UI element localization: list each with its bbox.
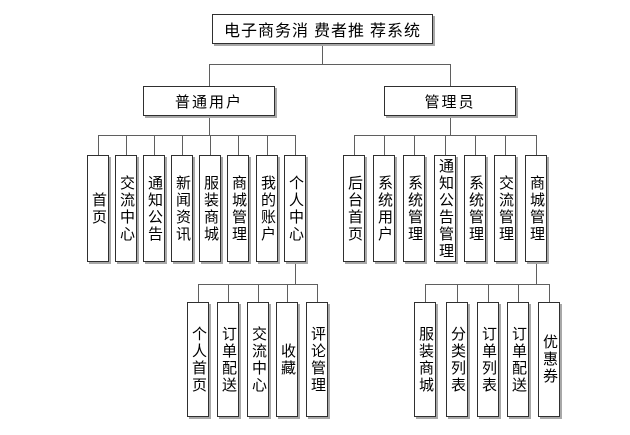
connector-line (445, 135, 446, 155)
node-news-info: 新闻资讯 (171, 155, 193, 262)
connector-line (295, 135, 296, 155)
node-mall-management-user: 商城管理 (227, 155, 249, 262)
connector-mall-bus (425, 284, 550, 285)
node-home: 首页 (87, 155, 109, 262)
node-category-list: 分类列表 (446, 302, 468, 417)
connector-line (238, 135, 239, 155)
connector-line (126, 135, 127, 155)
node-system-management-2: 系统管理 (464, 155, 486, 262)
connector-line (505, 135, 506, 155)
node-communication-center-sub: 交流中心 (247, 302, 269, 417)
connector-user-drop (209, 116, 210, 135)
connector-line (414, 135, 415, 155)
connector-user-bus (98, 135, 296, 136)
node-order-delivery-user: 订单配送 (217, 302, 239, 417)
node-my-account: 我的账户 (256, 155, 278, 262)
node-communication-management: 交流管理 (494, 155, 516, 262)
node-mall-management: 商城管理 (525, 155, 547, 262)
connector-personal-drop (295, 262, 296, 284)
connector-line (317, 284, 318, 302)
node-coupon: 优惠券 (538, 302, 560, 417)
connector-line (384, 135, 385, 155)
node-system-management-1: 系统管理 (403, 155, 425, 262)
node-backend-home: 后台首页 (343, 155, 365, 262)
node-system-user: 系统用户 (373, 155, 395, 262)
node-comment-management: 评论管理 (306, 302, 328, 417)
connector-root-drop (322, 43, 323, 65)
node-notice-announcement: 通知公告 (143, 155, 165, 262)
node-clothing-mall: 服装商城 (199, 155, 221, 262)
node-root-system: 电子商务消 费者推 荐系统 (212, 14, 433, 44)
connector-line (209, 64, 210, 86)
node-personal-center: 个人中心 (284, 155, 306, 262)
connector-mall-drop (536, 262, 537, 284)
connector-line (354, 135, 355, 155)
connector-line (210, 135, 211, 155)
connector-line (267, 135, 268, 155)
connector-line (425, 284, 426, 302)
node-communication-center: 交流中心 (115, 155, 137, 262)
connector-line (182, 135, 183, 155)
connector-level2-bus (209, 64, 451, 65)
connector-line (475, 135, 476, 155)
node-order-list: 订单列表 (477, 302, 499, 417)
connector-line (228, 284, 229, 302)
connector-line (98, 135, 99, 155)
connector-line (518, 284, 519, 302)
connector-line (198, 284, 199, 302)
connector-line (488, 284, 489, 302)
connector-line (450, 64, 451, 86)
node-admin: 管理员 (384, 86, 516, 116)
connector-line (154, 135, 155, 155)
node-notice-management: 通知公告管理 (434, 155, 456, 262)
node-order-delivery-admin: 订单配送 (507, 302, 529, 417)
connector-line (457, 284, 458, 302)
node-favorites: 收藏 (276, 302, 298, 417)
connector-line (287, 284, 288, 302)
node-regular-user: 普通用户 (143, 86, 275, 116)
connector-line (258, 284, 259, 302)
connector-line (549, 284, 550, 302)
connector-admin-drop (450, 116, 451, 135)
connector-line (536, 135, 537, 155)
node-personal-home: 个人首页 (187, 302, 209, 417)
node-clothing-mall-sub: 服装商城 (414, 302, 436, 417)
